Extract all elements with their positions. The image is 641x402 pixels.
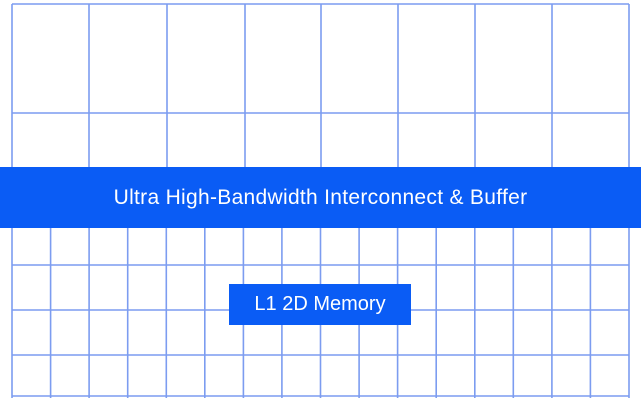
bottom-grid	[11, 225, 630, 398]
interconnect-label: Ultra High-Bandwidth Interconnect & Buff…	[113, 185, 528, 209]
top-grid	[11, 3, 630, 170]
memory-label: L1 2D Memory	[254, 293, 386, 315]
interconnect-band: Ultra High-Bandwidth Interconnect & Buff…	[0, 167, 641, 228]
memory-label-box: L1 2D Memory	[229, 284, 411, 325]
